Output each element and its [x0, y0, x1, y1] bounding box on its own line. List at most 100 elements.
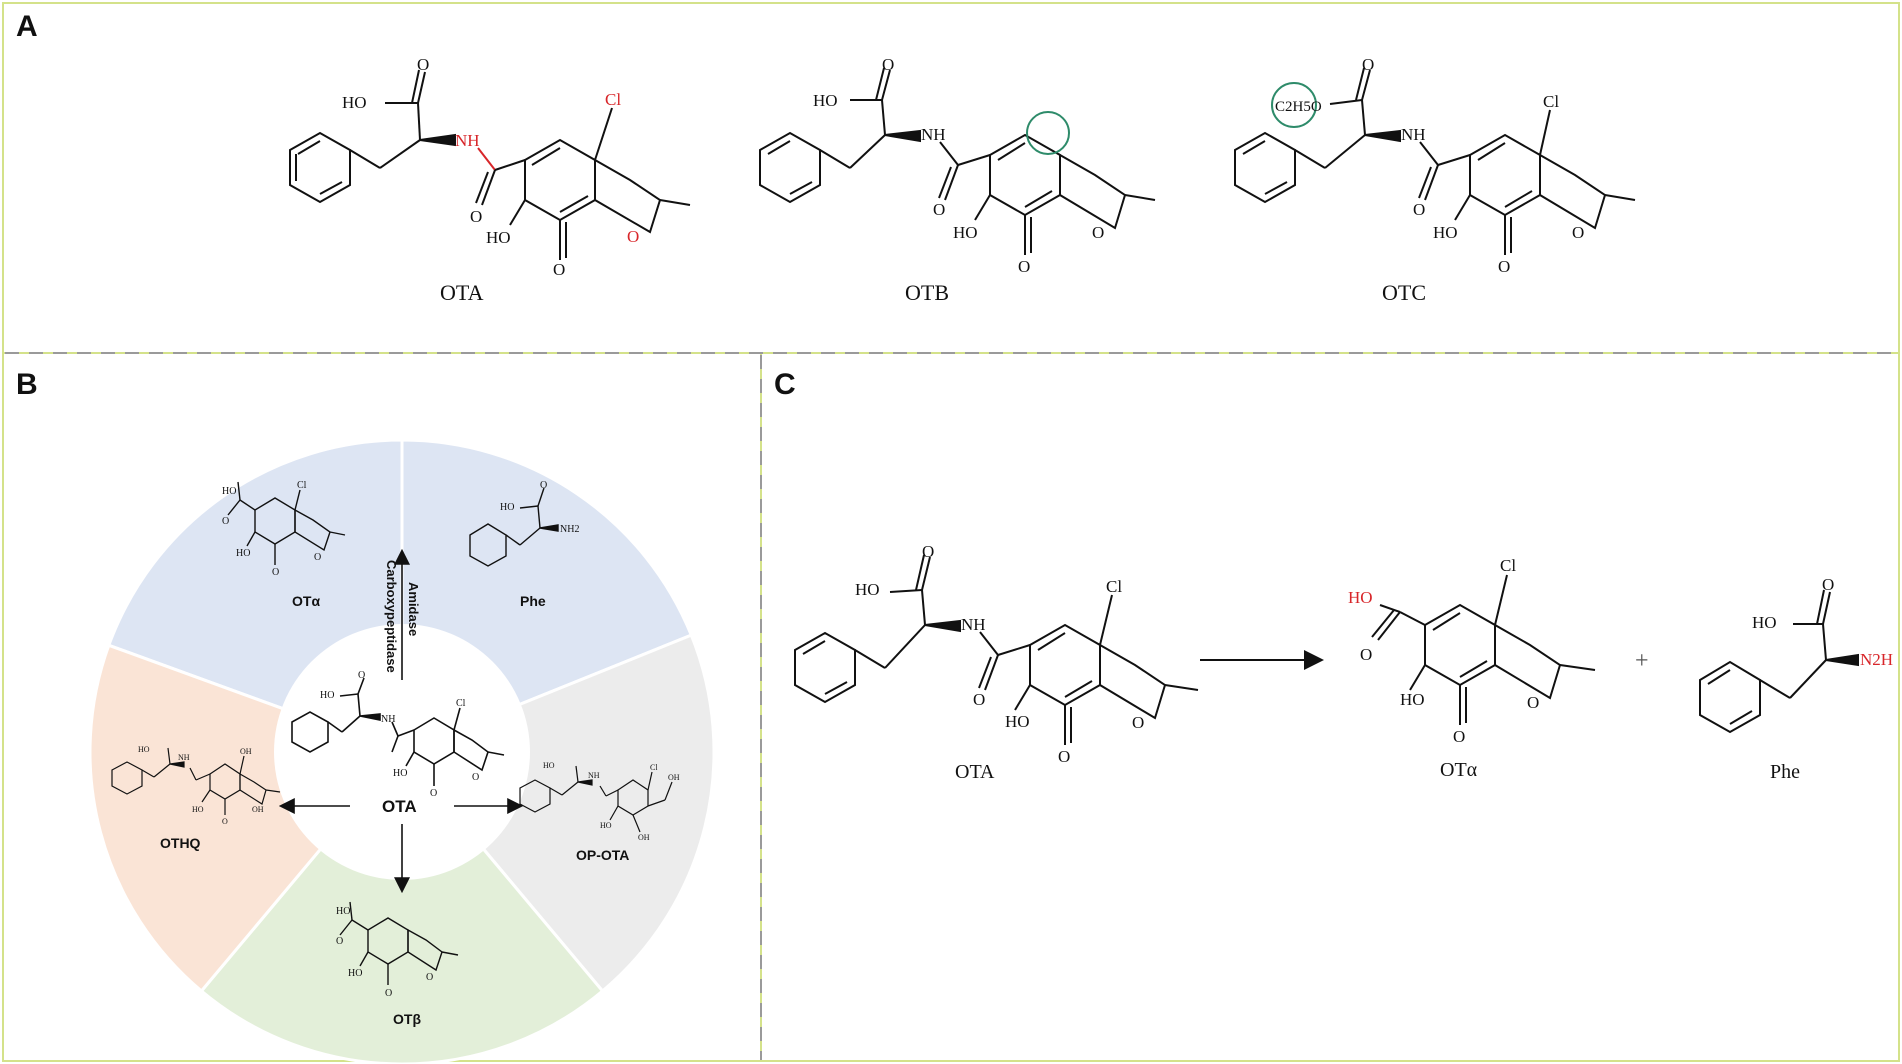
c-ota-atom-ho-2: HO	[1005, 712, 1030, 731]
atom-o: O	[627, 227, 639, 246]
donut-chart	[88, 438, 716, 1064]
c-ota-atom-o-4: O	[1132, 713, 1144, 732]
atom-o: O	[470, 207, 482, 226]
otalpha-atom-cl: Cl	[297, 480, 307, 491]
c-otalpha-atom-o-2: O	[1453, 727, 1465, 746]
atom-ho: HO	[342, 93, 367, 112]
c-otalpha-atom-cl: Cl	[1500, 556, 1516, 575]
ota-a-labels: HO O NH O Cl HO O O	[342, 55, 639, 279]
label-otb: OTB	[905, 280, 949, 305]
otbeta-atom-o-3: O	[426, 972, 433, 983]
otalpha-atom-o: O	[222, 516, 229, 527]
c-otalpha-atom-ho-2: HO	[1400, 690, 1425, 709]
c-ota-atom-o: O	[922, 542, 934, 561]
opota-atom-cl: Cl	[650, 763, 658, 772]
center-atom-o-2: O	[430, 788, 437, 799]
otbeta-atom-o-2: O	[385, 988, 392, 999]
otalpha-atom-ho: HO	[222, 486, 236, 497]
enzyme-label-amidase: Amidase	[406, 582, 421, 636]
otalpha-atom-ho-2: HO	[236, 548, 250, 559]
center-label-ota: OTA	[382, 797, 417, 816]
atom-cl: Cl	[1543, 92, 1559, 111]
molecule-otalpha-b	[227, 481, 346, 565]
atom-nh: NH	[455, 131, 480, 150]
otbeta-atom-ho: HO	[336, 906, 350, 917]
center-atom-o: O	[358, 670, 365, 681]
c-phe-atom-ho: HO	[1752, 613, 1777, 632]
center-atom-ho-2: HO	[393, 768, 407, 779]
opota-atom-oh-2: OH	[638, 833, 650, 842]
c-ota-atom-ho: HO	[855, 580, 880, 599]
panel-b-letter: B	[16, 368, 38, 401]
othq-atom-nh: NH	[178, 753, 190, 762]
segment-label-othq: OTHQ	[160, 835, 201, 851]
atom-o: O	[882, 55, 894, 74]
c-ota-atom-o-3: O	[1058, 747, 1070, 766]
opota-atom-nh: NH	[588, 771, 600, 780]
molecule-otc	[1234, 67, 1636, 255]
molecule-phe-c	[1699, 589, 1859, 734]
otalpha-atom-o-3: O	[314, 552, 321, 563]
phe-atom-ho: HO	[500, 502, 514, 513]
molecule-otalpha-c	[1371, 574, 1596, 725]
donut-center	[274, 624, 530, 880]
center-atom-nh: NH	[381, 714, 395, 725]
label-ota: OTA	[440, 280, 484, 305]
otbeta-atom-ho-2: HO	[348, 968, 362, 979]
atom-o: O	[1018, 257, 1030, 276]
c-ota-atom-o-2: O	[973, 690, 985, 709]
othq-atom-oh-2: OH	[252, 805, 264, 814]
atom-cl: Cl	[605, 90, 621, 109]
c-ota-atom-nh: NH	[961, 615, 986, 634]
center-atom-ho: HO	[320, 690, 334, 701]
label-reactant-ota: OTA	[955, 761, 995, 783]
segment-label-otalpha: OTα	[292, 593, 320, 609]
plus-sign: +	[1635, 648, 1649, 674]
center-molecule-ota	[291, 677, 505, 786]
molecule-opota	[519, 765, 673, 833]
phe-atom-nh2: NH2	[560, 524, 579, 535]
atom-ho: HO	[486, 228, 511, 247]
center-atom-o-3: O	[472, 772, 479, 783]
othq-atom-oh: OH	[240, 747, 252, 756]
c-phe-atom-n2h: N2H	[1860, 650, 1893, 669]
c-phe-atom-o: O	[1822, 575, 1834, 594]
atom-o: O	[1572, 223, 1584, 242]
segment-label-opota: OP-OTA	[576, 847, 629, 863]
atom-nh: NH	[1401, 125, 1426, 144]
opota-atom-oh: OH	[668, 773, 680, 782]
atom-ester: C2H5O	[1275, 99, 1322, 115]
panel-c-letter: C	[774, 368, 796, 401]
molecule-othq	[111, 747, 281, 815]
atom-ho: HO	[953, 223, 978, 242]
c-otalpha-atom-o: O	[1360, 645, 1372, 664]
othq-atom-ho-2: HO	[192, 805, 204, 814]
atom-nh: NH	[921, 125, 946, 144]
molecule-otbeta	[339, 901, 459, 985]
opota-atom-ho-2: HO	[600, 821, 612, 830]
molecule-phe-b	[469, 487, 559, 567]
atom-o: O	[417, 55, 429, 74]
atom-o: O	[1413, 200, 1425, 219]
atom-ho: HO	[1433, 223, 1458, 242]
highlight-circle-otb	[1026, 111, 1070, 155]
label-product-otalpha: OTα	[1440, 759, 1478, 781]
othq-atom-o: O	[222, 817, 228, 826]
c-otalpha-atom-o-3: O	[1527, 693, 1539, 712]
atom-o: O	[1362, 55, 1374, 74]
molecule-ota-c	[794, 554, 1199, 745]
opota-atom-ho: HO	[543, 761, 555, 770]
othq-atom-ho: HO	[138, 745, 150, 754]
atom-ho: HO	[813, 91, 838, 110]
otbeta-atom-o: O	[336, 936, 343, 947]
otalpha-atom-o-2: O	[272, 567, 279, 578]
center-atom-cl: Cl	[456, 698, 466, 709]
c-otalpha-atom-ho: HO	[1348, 588, 1373, 607]
label-otc: OTC	[1382, 280, 1426, 305]
atom-o: O	[933, 200, 945, 219]
segment-label-otbeta: OTβ	[393, 1011, 421, 1027]
atom-o: O	[1498, 257, 1510, 276]
label-product-phe: Phe	[1770, 761, 1800, 783]
segment-label-phe: Phe	[520, 593, 546, 609]
